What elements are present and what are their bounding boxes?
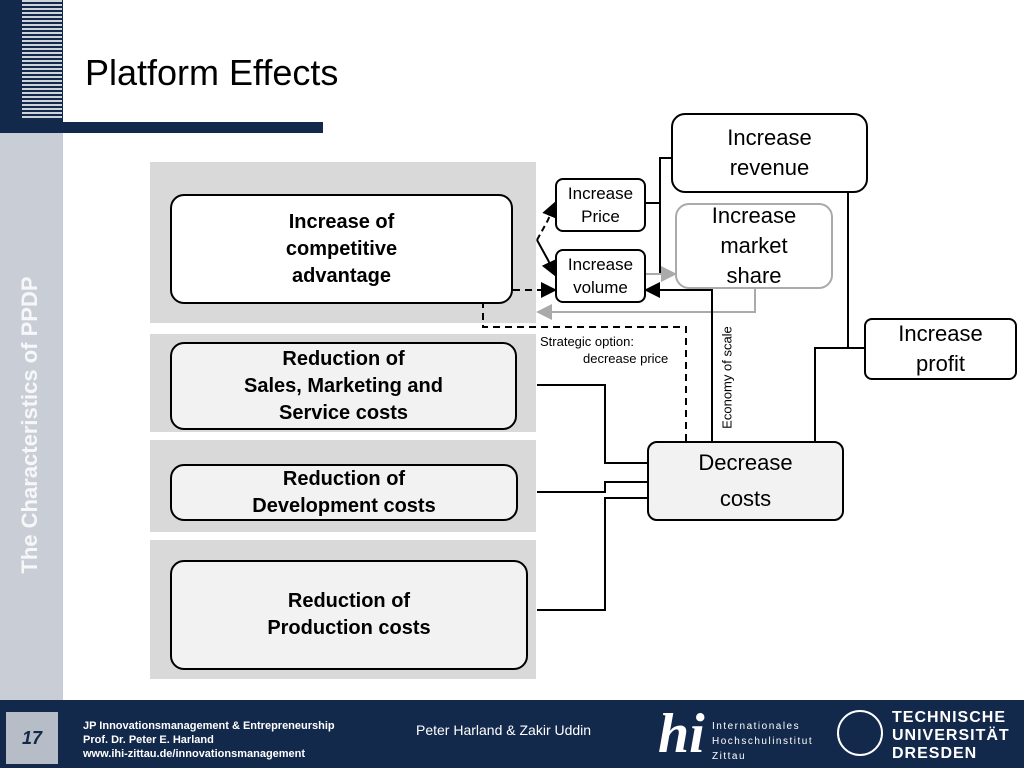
ihi-name-line-1: Internationales xyxy=(712,721,801,732)
volume-line-1: Increase xyxy=(567,255,634,274)
production-line-1: Reduction of xyxy=(287,590,411,612)
box-reduction-development-costs: Reduction of Development costs xyxy=(170,464,518,521)
footer-url: www.ihi-zittau.de/innovationsmanagement xyxy=(83,748,306,760)
box-decrease-costs: Decrease costs xyxy=(647,441,844,521)
tu-name-line-1: TECHNISCHE xyxy=(892,709,1007,726)
box-reduction-sales-costs: Reduction of Sales, Marketing and Servic… xyxy=(170,342,517,430)
strategic-option-label: Strategic option: xyxy=(540,334,634,349)
volume-line-2: volume xyxy=(573,278,628,297)
sales-line-3: Service costs xyxy=(279,401,408,424)
sales-line-1: Reduction of xyxy=(282,347,405,370)
costs-line-2: costs xyxy=(719,486,772,511)
tu-name-line-2: UNIVERSITÄT xyxy=(892,727,1010,744)
strategic-option-sublabel: decrease price xyxy=(583,351,669,366)
price-line-2: Price xyxy=(581,207,620,226)
ihi-logo: hi xyxy=(658,703,705,765)
tu-dresden-seal-icon xyxy=(837,710,883,756)
competitive-line-2: competitive xyxy=(285,237,398,260)
tu-name-line-3: DRESDEN xyxy=(892,745,978,762)
price-line-1: Increase xyxy=(567,184,634,203)
box-increase-competitive-advantage: Increase of competitive advantage xyxy=(170,194,513,304)
ihi-name-line-2: Hochschulinstitut xyxy=(712,736,814,747)
footer-professor: Prof. Dr. Peter E. Harland xyxy=(83,734,214,746)
ihi-name-line-3: Zittau xyxy=(712,751,747,762)
market-share-line-3: share xyxy=(726,263,782,288)
sales-line-2: Sales, Marketing and xyxy=(244,374,443,397)
development-line-1: Reduction of xyxy=(282,467,406,490)
slide-title: Platform Effects xyxy=(85,52,339,93)
profit-line-2: profit xyxy=(916,351,965,376)
striped-pattern xyxy=(22,0,62,118)
footer-course: JP Innovationsmanagement & Entrepreneurs… xyxy=(83,720,335,732)
box-increase-price: Increase Price xyxy=(555,178,646,232)
box-increase-revenue: Increase revenue xyxy=(671,113,868,193)
competitive-line-1: Increase of xyxy=(288,210,395,233)
production-line-2: Production costs xyxy=(267,617,431,639)
title-underline-bar xyxy=(0,122,323,133)
revenue-line-1: Increase xyxy=(727,125,812,150)
economy-of-scale-label: Economy of scale xyxy=(719,326,735,429)
footer-authors: Peter Harland & Zakir Uddin xyxy=(416,722,592,738)
market-share-line-2: market xyxy=(720,233,788,258)
competitive-line-3: advantage xyxy=(292,264,391,287)
page-number: 17 xyxy=(6,712,58,764)
box-increase-volume: Increase volume xyxy=(555,249,646,303)
box-reduction-production-costs: Reduction of Production costs xyxy=(170,560,528,670)
profit-line-1: Increase xyxy=(898,321,983,346)
revenue-line-2: revenue xyxy=(729,155,810,180)
development-line-2: Development costs xyxy=(252,494,436,517)
market-share-line-1: Increase xyxy=(711,203,797,228)
box-increase-profit: Increase profit xyxy=(864,318,1017,380)
box-increase-market-share: Increase market share xyxy=(675,203,833,289)
costs-line-1: Decrease xyxy=(698,450,793,475)
